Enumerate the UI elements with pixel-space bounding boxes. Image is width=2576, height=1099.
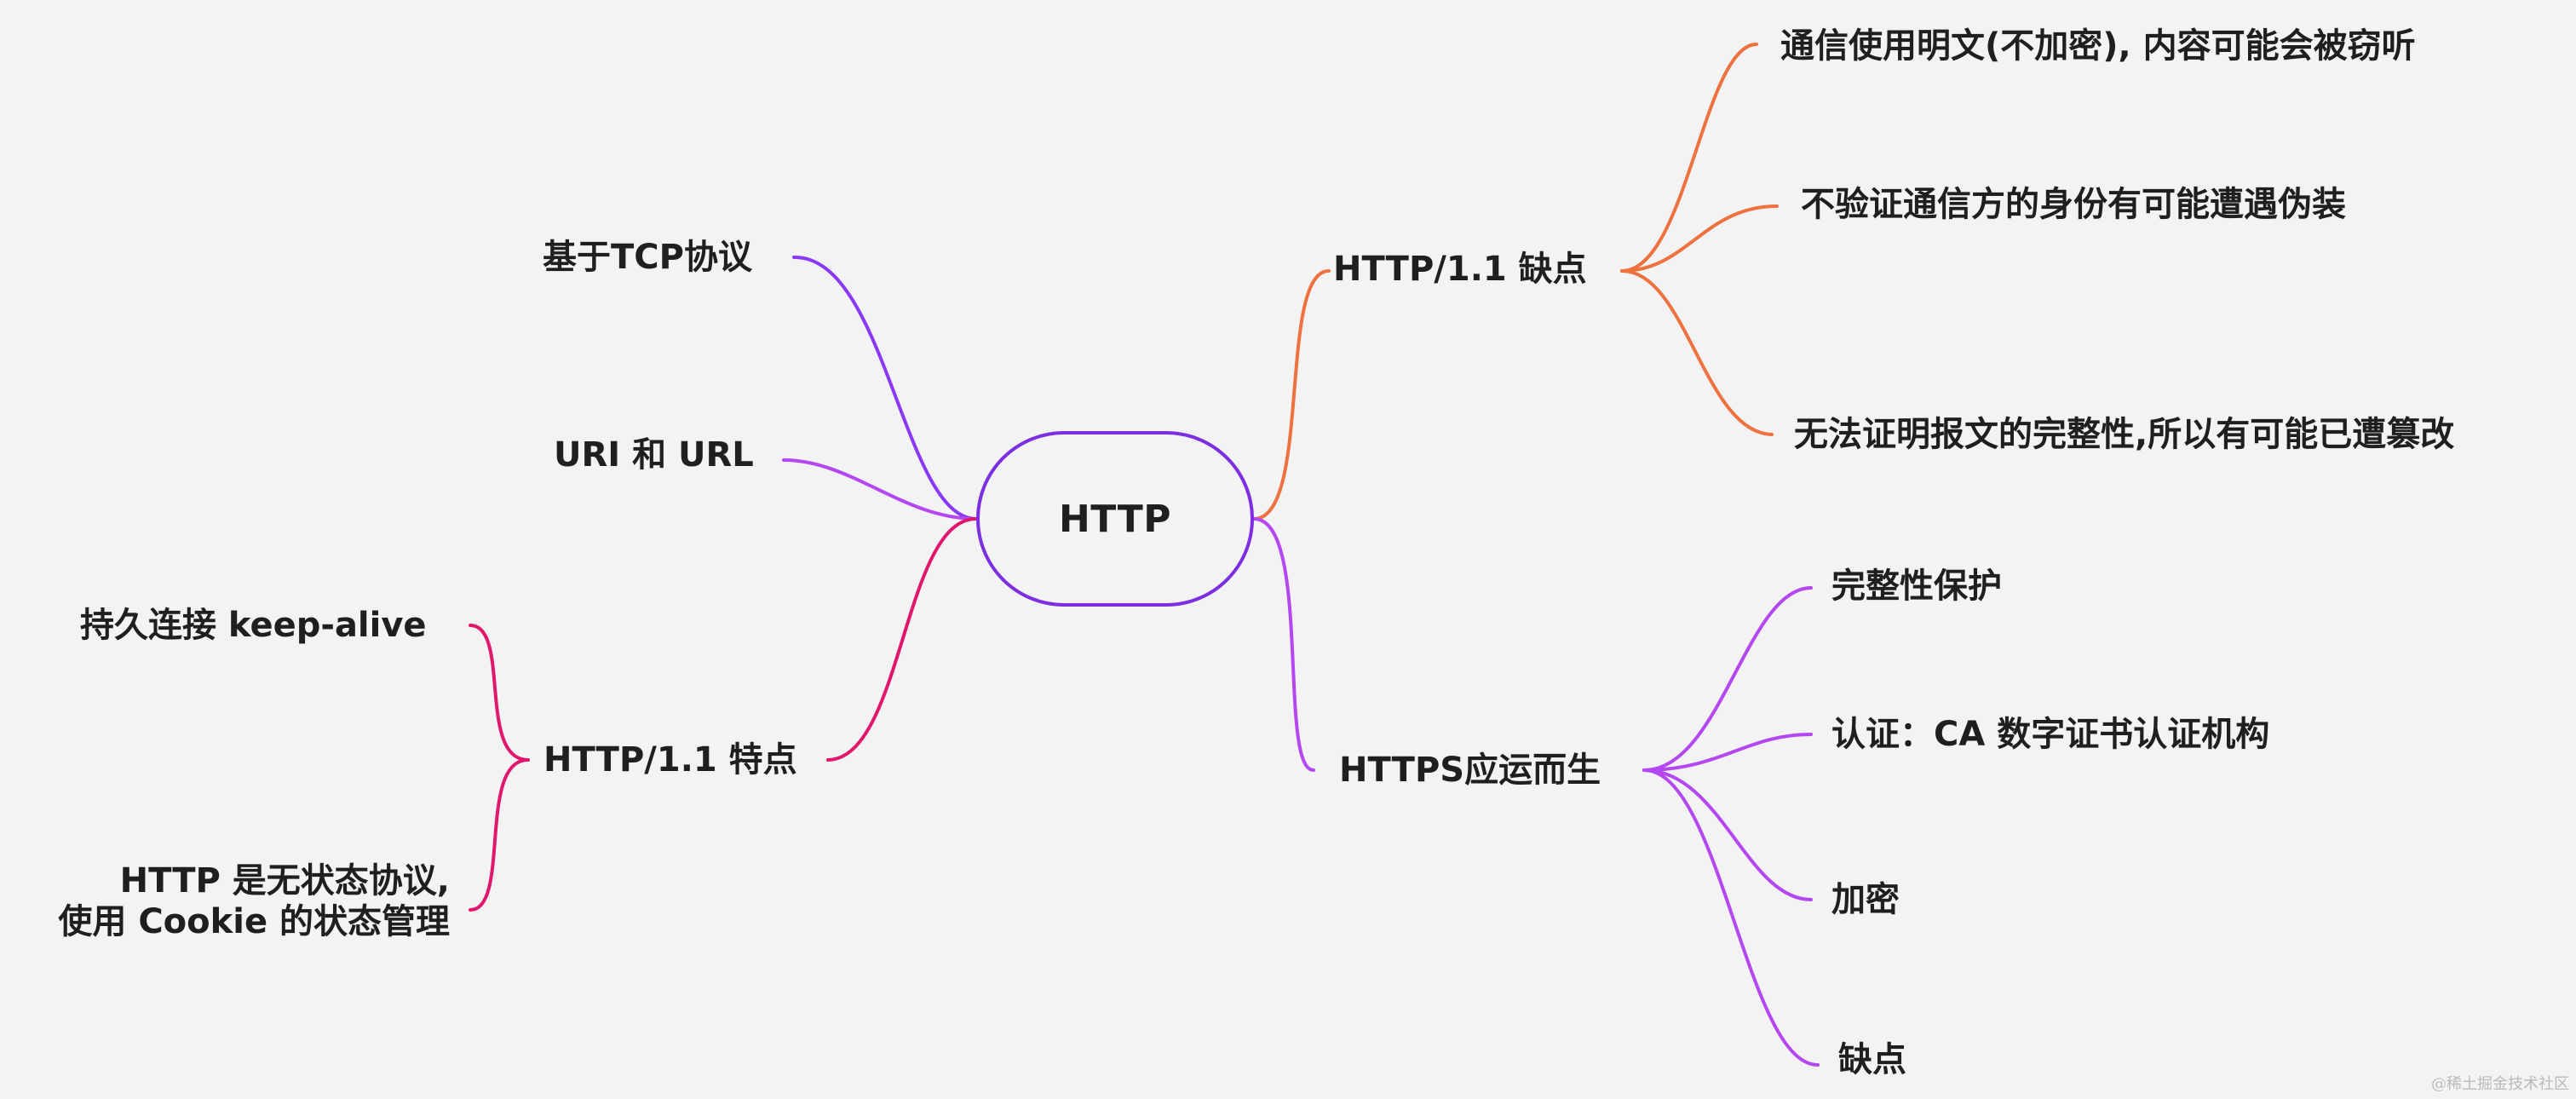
connector-center-to-https — [1252, 517, 1315, 772]
node-defect-integrity[interactable]: 无法证明报文的完整性,所以有可能已遭篡改 — [1794, 415, 2455, 454]
connector-https-to-h3 — [1642, 768, 1813, 901]
node-https-drawbacks[interactable]: 缺点 — [1838, 1040, 1906, 1079]
connector-center-to-uri-url — [782, 458, 978, 521]
node-https-integrity[interactable]: 完整性保护 — [1831, 567, 2002, 606]
node-defect-identity[interactable]: 不验证通信方的身份有可能遭遇伪装 — [1801, 185, 2346, 224]
connector-defects-to-d2 — [1620, 204, 1779, 273]
connector-defects-to-d1 — [1620, 43, 1758, 273]
node-https-emerges[interactable]: HTTPS应运而生 — [1339, 751, 1601, 790]
stateless-line: HTTP 是无状态协议, — [119, 861, 450, 900]
connector-https-to-h4 — [1642, 768, 1820, 1067]
connector-features-to-stateless — [469, 758, 530, 912]
connector-center-to-defects — [1252, 269, 1331, 521]
stateless-line: 使用 Cookie 的状态管理 — [58, 902, 450, 941]
center-node-label: HTTP — [1058, 497, 1172, 541]
connector-center-to-tcp — [792, 255, 978, 521]
watermark: @稀土掘金技术社区 — [2431, 1075, 2569, 1093]
node-https-encryption[interactable]: 加密 — [1831, 880, 1900, 919]
node-http11-features[interactable]: HTTP/1.1 特点 — [543, 740, 797, 780]
node-https-authentication[interactable]: 认证：CA 数字证书认证机构 — [1831, 715, 2270, 754]
connector-features-to-keepalive — [469, 624, 530, 762]
connector-defects-to-d3 — [1620, 269, 1774, 436]
center-node-http[interactable]: HTTP — [976, 431, 1254, 607]
node-defect-plaintext[interactable]: 通信使用明文(不加密), 内容可能会被窃听 — [1780, 26, 2416, 66]
connector-https-to-h2 — [1642, 733, 1813, 772]
node-uri-and-url[interactable]: URI 和 URL — [554, 435, 754, 475]
node-tcp-protocol[interactable]: 基于TCP协议 — [543, 238, 752, 277]
connector-https-to-h1 — [1642, 586, 1813, 772]
node-stateless-cookie[interactable]: HTTP 是无状态协议,使用 Cookie 的状态管理 — [7, 860, 450, 942]
connector-center-to-features — [826, 517, 978, 762]
node-http11-defects[interactable]: HTTP/1.1 缺点 — [1333, 250, 1587, 289]
node-keep-alive[interactable]: 持久连接 keep-alive — [80, 606, 427, 645]
